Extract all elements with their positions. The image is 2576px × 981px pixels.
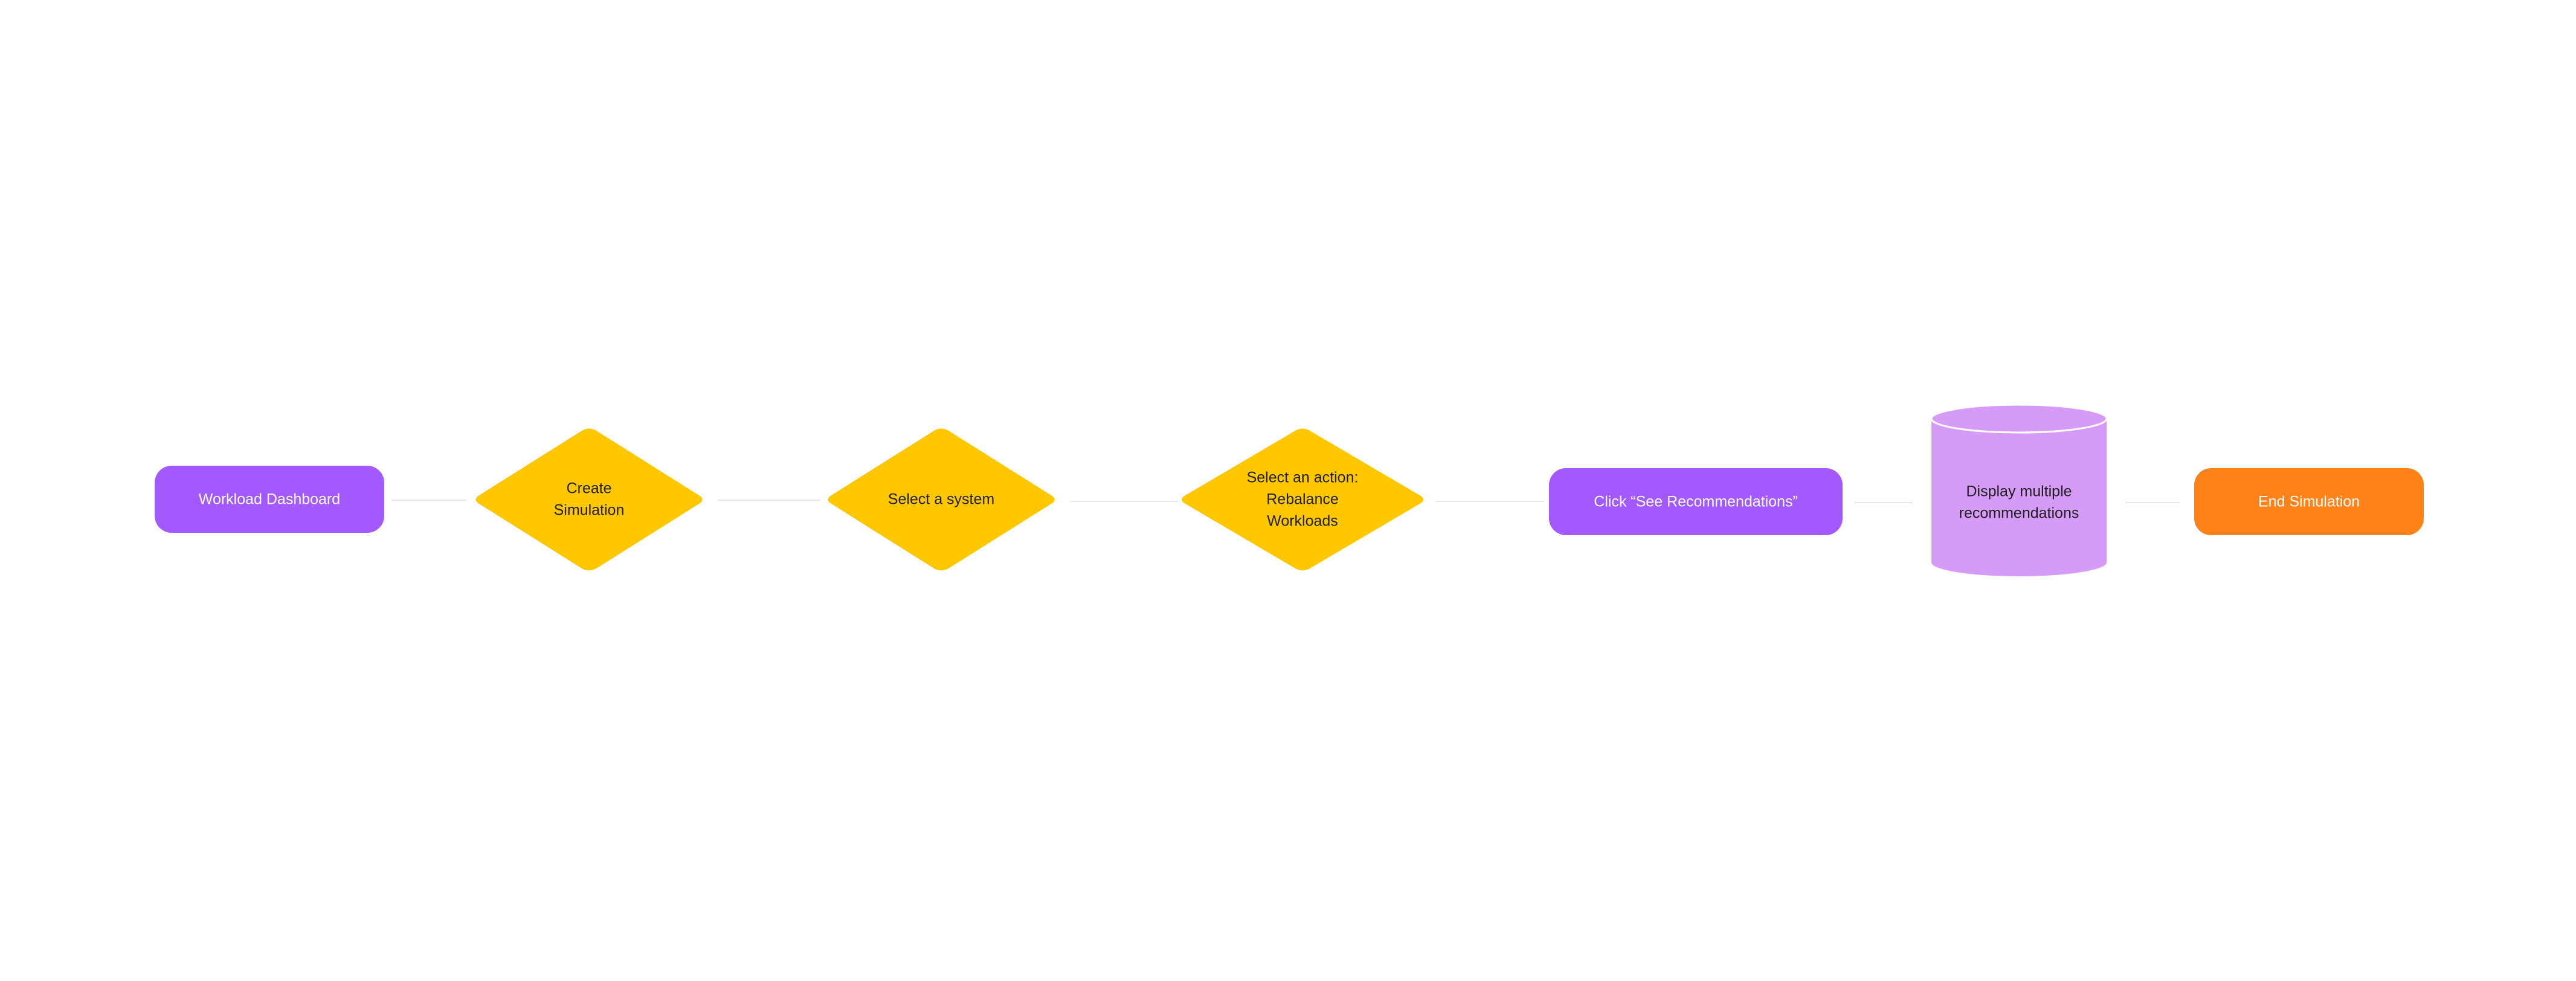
display-recommendations-label-line2: recommendations xyxy=(1959,505,2079,522)
select-action-node[interactable]: Select an action: Rebalance Workloads xyxy=(1182,428,1423,571)
select-action-label-line1: Select an action: xyxy=(1247,469,1359,486)
select-action-label-line2: Rebalance xyxy=(1266,491,1339,508)
see-recommendations-node[interactable]: Click “See Recommendations” xyxy=(1549,468,1843,535)
select-system-label: Select a system xyxy=(888,491,994,508)
display-recommendations-shape xyxy=(1931,405,2107,576)
display-recommendations-label-line1: Display multiple xyxy=(1966,483,2072,500)
select-system-node[interactable]: Select a system xyxy=(828,428,1055,571)
display-recommendations-top-rim xyxy=(1930,404,2108,434)
create-simulation-label-line2: Simulation xyxy=(554,502,625,519)
workload-dashboard-label: Workload Dashboard xyxy=(199,491,340,508)
create-simulation-node[interactable]: Create Simulation xyxy=(475,428,703,571)
select-system-shape xyxy=(828,428,1055,571)
create-simulation-shape xyxy=(475,428,703,571)
end-simulation-shape xyxy=(2194,468,2424,535)
connectors xyxy=(391,500,2180,503)
select-action-label-line3: Workloads xyxy=(1267,513,1338,530)
end-simulation-label: End Simulation xyxy=(2258,494,2360,510)
see-recommendations-shape xyxy=(1549,468,1843,535)
create-simulation-label-line1: Create xyxy=(566,480,611,497)
workload-dashboard-node[interactable]: Workload Dashboard xyxy=(155,466,384,533)
workload-dashboard-shape xyxy=(155,466,384,533)
display-recommendations-node[interactable]: Display multiple recommendations xyxy=(1930,404,2108,576)
see-recommendations-label: Click “See Recommendations” xyxy=(1594,494,1798,510)
select-action-shape xyxy=(1182,428,1423,571)
end-simulation-node[interactable]: End Simulation xyxy=(2194,468,2424,535)
